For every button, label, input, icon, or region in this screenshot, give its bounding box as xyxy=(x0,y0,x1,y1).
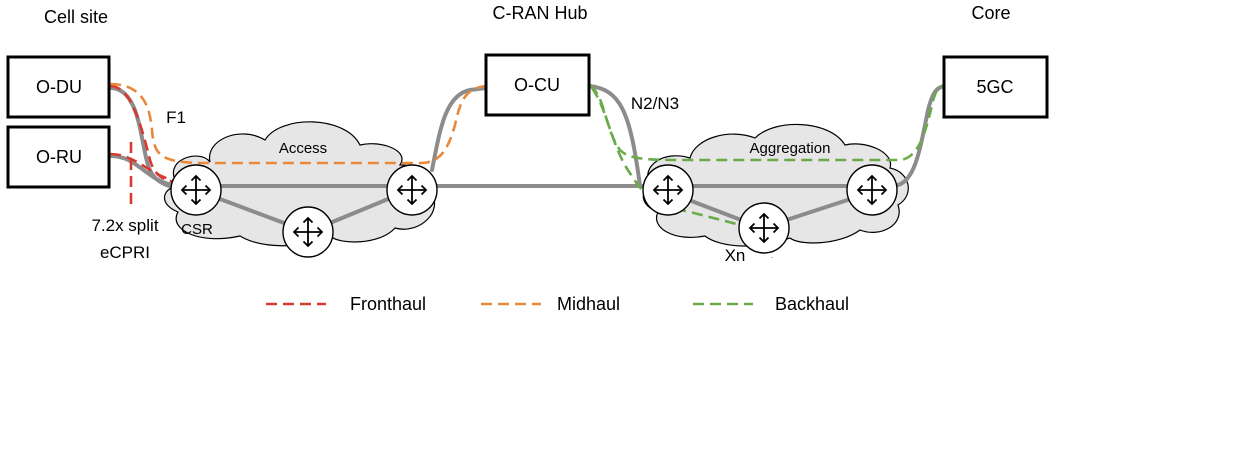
legend-backhaul: Backhaul xyxy=(693,294,849,314)
oru-node: O-RU xyxy=(6,125,111,189)
legend-midhaul-label: Midhaul xyxy=(557,294,620,314)
core-5gc-box xyxy=(942,55,1049,119)
odu-label: O-DU xyxy=(36,77,82,97)
section-core: Core xyxy=(971,3,1010,23)
link-ocu-aggregation xyxy=(588,84,642,188)
oru-box xyxy=(6,125,111,189)
link-aggregation-5gc xyxy=(896,84,946,187)
n2n3-label: N2/N3 xyxy=(631,94,679,113)
router-agg-bottom xyxy=(738,202,790,254)
xn-label: Xn xyxy=(725,246,746,265)
odu-node: O-DU xyxy=(6,55,111,119)
router-arrows-icon xyxy=(396,174,428,206)
router-arrows-icon xyxy=(856,174,888,206)
section-cell-site: Cell site xyxy=(44,7,108,27)
midhaul-path xyxy=(109,82,487,165)
ocu-box xyxy=(484,53,591,117)
split-label-line2: eCPRI xyxy=(100,243,150,262)
link-access-ocu xyxy=(430,86,488,172)
fronthaul-path-du xyxy=(109,84,179,184)
section-cran-hub: C-RAN Hub xyxy=(492,3,587,23)
router-agg-left xyxy=(642,164,694,216)
legend-fronthaul-label: Fronthaul xyxy=(350,294,426,314)
odu-box xyxy=(6,55,111,119)
backhaul-path-core xyxy=(589,84,945,162)
router-arrows-icon xyxy=(180,174,212,206)
link-oru-csr xyxy=(108,154,180,188)
router-arrows-icon xyxy=(748,212,780,244)
oru-label: O-RU xyxy=(36,147,82,167)
legend-fronthaul: Fronthaul xyxy=(266,294,426,314)
legend-midhaul: Midhaul xyxy=(481,294,620,314)
csr-label: CSR xyxy=(181,221,213,238)
router-access-agg xyxy=(386,164,438,216)
access-cloud-label: Access xyxy=(279,140,327,157)
router-arrows-icon xyxy=(652,174,684,206)
legend: Fronthaul Midhaul Backhaul xyxy=(266,294,849,314)
ocu-label: O-CU xyxy=(514,75,560,95)
router-csr xyxy=(170,164,222,216)
legend-backhaul-label: Backhaul xyxy=(775,294,849,314)
core-5gc-node: 5GC xyxy=(942,55,1049,119)
split-label-line1: 7.2x split xyxy=(91,216,158,235)
ocu-node: O-CU xyxy=(484,53,591,117)
routers xyxy=(170,164,898,258)
core-5gc-label: 5GC xyxy=(976,77,1013,97)
router-arrows-icon xyxy=(292,216,324,248)
router-agg-right xyxy=(846,164,898,216)
aggregation-cloud-label: Aggregation xyxy=(750,140,831,157)
midhaul-flow xyxy=(109,82,487,165)
router-access-bottom xyxy=(282,206,334,258)
f1-label: F1 xyxy=(166,108,186,127)
